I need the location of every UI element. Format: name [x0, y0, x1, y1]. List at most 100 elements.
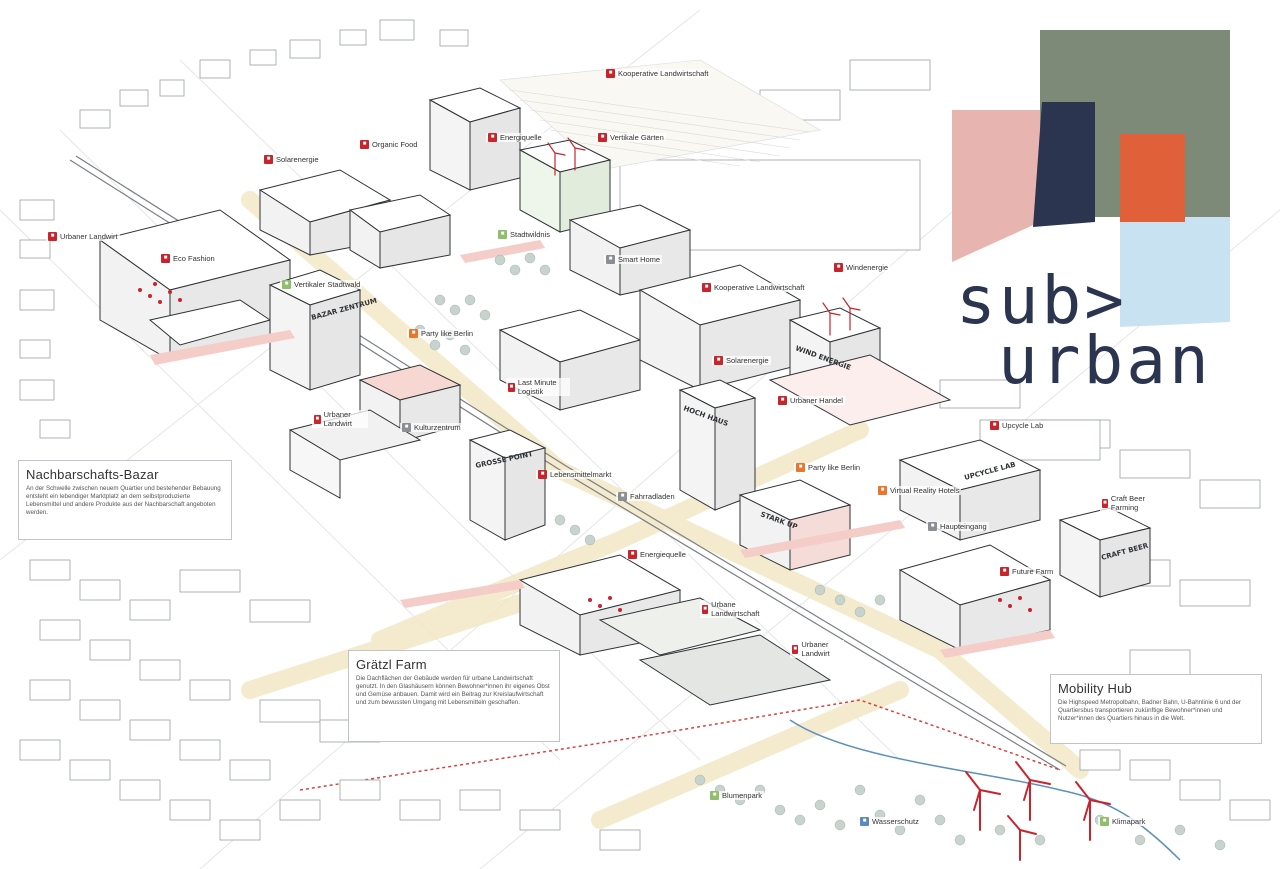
- farming-icon: ■: [606, 69, 615, 78]
- callout-mobility-hub: Mobility Hub Die Highspeed Metropolbahn,…: [1050, 674, 1262, 744]
- energy-icon: ■: [488, 133, 497, 142]
- party-icon: ■: [796, 463, 805, 472]
- map-label: ■Urbaner Landwirt: [46, 232, 120, 241]
- map-label-text: Windenergie: [846, 263, 889, 272]
- map-label: ■Smart Home: [604, 255, 663, 264]
- crops: [138, 282, 1032, 612]
- callout-text: An der Schwelle zwischen neuem Quartier …: [26, 485, 221, 516]
- map-label: ■Wasserschutz: [858, 817, 921, 826]
- map-label: ■Party like Berlin: [794, 463, 863, 472]
- map-label-text: Vertikale Gärten: [610, 133, 664, 142]
- wilderness-icon: ■: [498, 230, 507, 239]
- map-label: ■Energiquelle: [486, 133, 544, 142]
- farmer-icon: ■: [48, 232, 57, 241]
- map-label-text: Urbaner Handel: [790, 396, 843, 405]
- map-label: ■Energiequelle: [626, 550, 688, 559]
- map-label-text: Kooperative Landwirtschaft: [714, 283, 805, 292]
- map-label-text: Party like Berlin: [808, 463, 861, 472]
- map-label: ■Kulturzentrum: [400, 423, 463, 432]
- new-buildings: [98, 87, 1152, 706]
- map-label-text: Last Minute Logistik: [517, 378, 557, 396]
- farmer-icon: ■: [314, 414, 321, 424]
- map-label-text: Upcycle Lab: [1002, 421, 1044, 430]
- callout-title: Mobility Hub: [1058, 681, 1132, 696]
- culture-icon: ■: [402, 423, 411, 432]
- solar-icon: ■: [714, 356, 723, 365]
- park-icon: ■: [710, 791, 719, 800]
- map-label: ■Party like Berlin: [407, 329, 476, 338]
- map-label-text: Solarenergie: [276, 155, 319, 164]
- map-label: ■Urbane Landwirtschaft: [700, 600, 764, 618]
- map-label: ■Vertikaler Stadtwald: [280, 280, 363, 289]
- map-label: ■Blumenpark: [708, 791, 765, 800]
- logo-shapes: [952, 30, 1230, 327]
- map-label-text: Eco Fashion: [173, 254, 215, 263]
- callout-graetzl-farm: Grätzl Farm Die Dachflächen der Gebäude …: [348, 650, 560, 742]
- map-label-text: Wasserschutz: [872, 817, 919, 826]
- callout-title: Grätzl Farm: [356, 657, 427, 672]
- beer-icon: ■: [1102, 498, 1108, 508]
- callout-title: Nachbarschafts-Bazar: [26, 467, 159, 482]
- map-label: ■Windenergie: [832, 263, 891, 272]
- vertical-garden-icon: ■: [598, 133, 607, 142]
- energy-icon: ■: [628, 550, 637, 559]
- map-label-text: Party like Berlin: [421, 329, 474, 338]
- trade-icon: ■: [778, 396, 787, 405]
- map-label: ■Vertikale Gärten: [596, 133, 666, 142]
- field: [499, 59, 821, 171]
- water-icon: ■: [860, 817, 869, 826]
- map-label-text: Kooperative Landwirtschaft: [618, 69, 709, 78]
- entrance-icon: ■: [928, 522, 937, 531]
- map-label-text: Stadtwildnis: [510, 230, 551, 239]
- map-label-text: Vertikaler Stadtwald: [294, 280, 361, 289]
- map-label-text: Future Farm: [1012, 567, 1054, 576]
- wind-turbines: [547, 137, 1111, 861]
- map-label: ■Urbaner Landwirt: [312, 410, 368, 428]
- map-label-text: Urbaner Landwirt: [801, 640, 830, 658]
- map-label: ■Organic Food: [358, 140, 420, 149]
- logo-orange-shape: [1120, 134, 1185, 222]
- logo-line-1: sub>: [956, 262, 1127, 339]
- map-label: ■Last Minute Logistik: [506, 378, 570, 396]
- callout-nachbarschafts-bazar: Nachbarschafts-Bazar An der Schwelle zwi…: [18, 460, 232, 540]
- map-label-text: Smart Home: [618, 255, 661, 264]
- farmer-icon: ■: [792, 644, 799, 654]
- forest-icon: ■: [282, 280, 291, 289]
- map-label: ■Lebensmittelmarkt: [536, 470, 614, 479]
- wind-icon: ■: [834, 263, 843, 272]
- map-label-text: Energiequelle: [640, 550, 686, 559]
- map-label: ■Kooperative Landwirtschaft: [700, 283, 807, 292]
- logistics-icon: ■: [508, 382, 515, 392]
- map-label: ■Klimapark: [1098, 817, 1148, 826]
- map-label: ■Haupteingang: [926, 522, 989, 531]
- map-label-text: Kulturzentrum: [414, 423, 461, 432]
- map-label-text: Energiquelle: [500, 133, 542, 142]
- map-label-text: Virtual Reality Hotels: [890, 486, 960, 495]
- solar-icon: ■: [264, 155, 273, 164]
- map-label-text: Lebensmittelmarkt: [550, 470, 612, 479]
- map-label-text: Urbaner Landwirt: [60, 232, 118, 241]
- suburban-logo: sub> urban: [930, 22, 1260, 394]
- smart-home-icon: ■: [606, 255, 615, 264]
- pedestrian-paths: [241, 191, 1089, 829]
- logo-navy-shape: [1033, 102, 1095, 227]
- map-label: ■Solarenergie: [712, 356, 771, 365]
- map-label-text: Urbaner Landwirt: [323, 410, 352, 428]
- map-label: ■Fahrradladen: [616, 492, 677, 501]
- red-accent-strips: [150, 240, 1055, 658]
- callout-text: Die Highspeed Metropolbahn, Badner Bahn,…: [1058, 699, 1241, 722]
- map-label: ■Upcycle Lab: [988, 421, 1046, 430]
- map-label: ■Craft Beer Farming: [1100, 494, 1154, 512]
- farming-icon: ■: [702, 604, 709, 614]
- bike-icon: ■: [618, 492, 627, 501]
- food-icon: ■: [360, 140, 369, 149]
- fashion-icon: ■: [161, 254, 170, 263]
- map-label: ■Eco Fashion: [159, 254, 217, 263]
- market-icon: ■: [538, 470, 547, 479]
- logo-pink-shape: [952, 110, 1040, 262]
- map-label: ■Virtual Reality Hotels: [876, 486, 962, 495]
- farm-icon: ■: [1000, 567, 1009, 576]
- map-label-text: Haupteingang: [940, 522, 987, 531]
- map-label-text: Urbane Landwirtschaft: [711, 600, 760, 618]
